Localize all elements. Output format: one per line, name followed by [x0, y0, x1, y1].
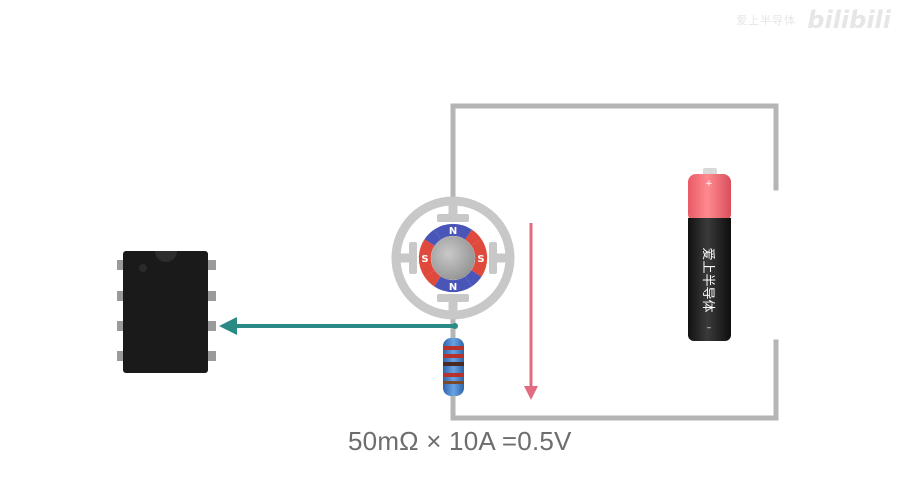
circuit-wire — [450, 103, 779, 421]
sense-signal-arrow — [219, 317, 458, 335]
shunt-resistor — [443, 338, 464, 396]
motor-pole-shoes — [409, 214, 497, 302]
motor-pole-right: S — [477, 254, 484, 265]
resistor-band — [443, 362, 464, 366]
battery-brand-label: 爱上半导体 — [700, 247, 715, 312]
resistor-band — [443, 381, 464, 384]
ic-body — [123, 251, 208, 373]
ic-pins — [117, 260, 216, 361]
resistor-band — [443, 346, 464, 350]
battery: + – 爱上半导体 — [688, 168, 731, 341]
motor-magnet-ring — [418, 223, 488, 293]
battery-positive-cap — [688, 174, 731, 222]
ic-chip — [117, 251, 216, 373]
watermark: 爱上半导体 bilibili — [736, 6, 891, 34]
ic-notch — [155, 251, 177, 262]
watermark-caption: 爱上半导体 — [736, 14, 797, 27]
watermark-logo: bilibili — [807, 6, 891, 34]
current-direction-arrow — [524, 223, 538, 400]
motor-pole-bottom: N — [449, 282, 457, 293]
resistor-band — [443, 354, 464, 358]
battery-minus-label: – — [707, 323, 712, 333]
motor-pole-left: S — [421, 254, 428, 265]
battery-body — [688, 218, 731, 341]
motor: N S N S — [391, 196, 515, 320]
resistor-band — [443, 373, 464, 377]
motor-shaft-hub — [431, 236, 475, 280]
ohms-law-formula: 50mΩ × 10A =0.5V — [348, 426, 572, 456]
motor-pole-top: N — [449, 226, 457, 237]
ic-pin1-marker — [139, 264, 147, 272]
battery-plus-label: + — [705, 179, 713, 189]
